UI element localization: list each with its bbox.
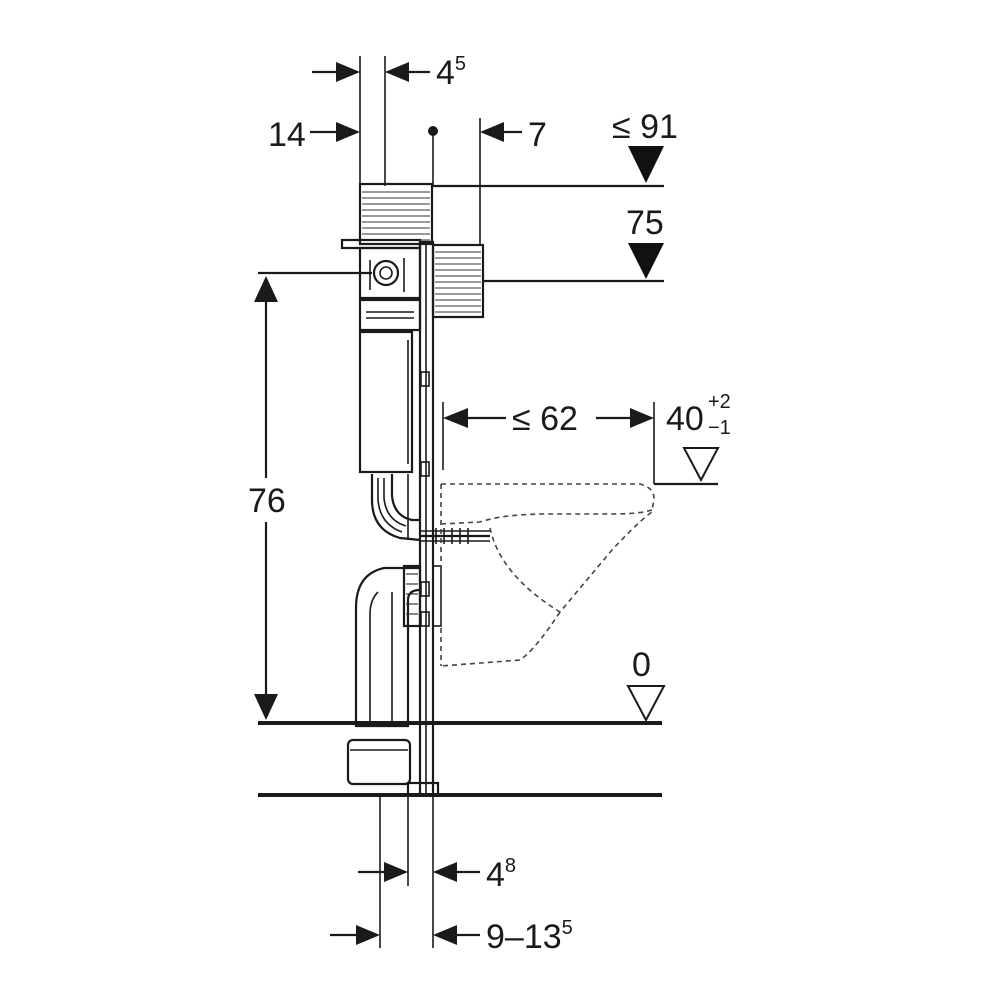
dim-arrowhead (336, 122, 360, 142)
installation-frame (406, 240, 440, 797)
dim-flush-height: 75 (626, 204, 664, 242)
dim-arrowhead (254, 276, 278, 302)
dim-arrowhead (356, 925, 380, 945)
dim-top-width: 45 (436, 53, 466, 92)
dim-max-height: ≤ 91 (612, 108, 678, 146)
dim-bowl-depth: ≤ 62 (512, 400, 578, 438)
dim-arrowhead (433, 862, 457, 882)
dim-floor-level: 0 (632, 646, 651, 684)
flush-plate-block (431, 243, 485, 319)
dim-frame-height: 76 (248, 482, 286, 520)
cistern-top-block (340, 182, 434, 250)
cistern-tank (358, 330, 414, 474)
dim-wall-depth: 48 (486, 855, 516, 894)
dim-arrowhead (385, 62, 409, 82)
dim-offset-left: 14 (268, 116, 306, 154)
dim-seat-tolerance-plus: +2 (708, 391, 731, 413)
drain-elbow (354, 564, 442, 728)
dim-arrowhead (336, 62, 360, 82)
level-marker-solid (628, 243, 664, 279)
wc-bowl-outline (440, 483, 655, 667)
dim-seat-tolerance-minus: −1 (708, 417, 731, 439)
dim-seat-height: 40 (666, 400, 704, 438)
dim-offset-right: 7 (528, 116, 547, 154)
flush-pipe (370, 474, 421, 542)
level-marker-open (682, 447, 720, 483)
mounting-bolts (420, 528, 490, 544)
dim-arrowhead (630, 408, 654, 428)
dim-arrowhead (433, 925, 457, 945)
dim-arrowhead (480, 122, 504, 142)
dim-arrowhead (254, 694, 278, 720)
level-marker-open (626, 685, 666, 723)
dim-wall-range: 9–135 (486, 917, 573, 956)
axis-point (428, 126, 438, 136)
dim-arrowhead (384, 862, 408, 882)
level-marker-solid (628, 146, 664, 183)
dim-arrowhead (443, 408, 468, 428)
cistern-valve (358, 246, 422, 332)
drain-connector (346, 738, 412, 786)
